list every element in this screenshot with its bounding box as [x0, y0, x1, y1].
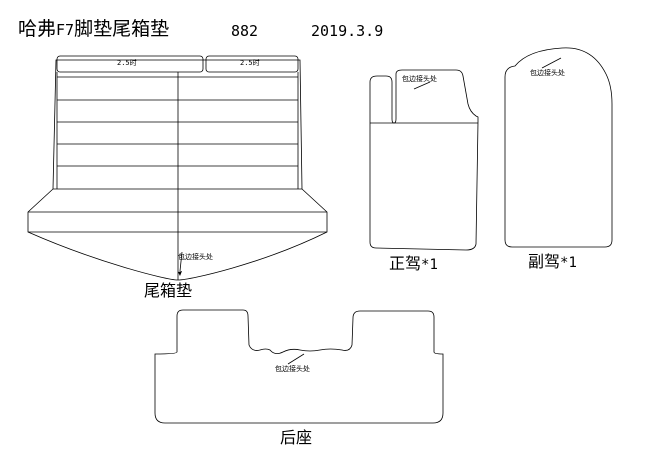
passenger-seam-note: 包边接头处: [530, 69, 565, 77]
driver-mat-outline: [369, 69, 479, 251]
trunk-thickness-right: 2.5时: [240, 59, 260, 67]
document-title: 哈弗F7脚垫尾箱垫: [18, 18, 170, 40]
passenger-mat-outline: [504, 47, 613, 248]
model-code: 882: [231, 22, 259, 40]
trunk-seam-note: 包边接头处: [178, 253, 213, 261]
driver-mat-label: 正驾*1: [389, 254, 438, 273]
trunk-thickness-left: 2.5时: [117, 59, 137, 67]
trunk-mat-outline: [27, 55, 328, 281]
trunk-mat-label: 尾箱垫: [144, 281, 193, 300]
passenger-mat-label: 副驾*1: [528, 252, 577, 271]
document-date: 2019.3.9: [311, 22, 384, 40]
rear-mat-label: 后座: [280, 428, 313, 447]
driver-seam-note: 包边接头处: [402, 75, 437, 83]
rear-mat-outline: [154, 309, 444, 424]
rear-seam-note: 包边接头处: [275, 365, 310, 373]
